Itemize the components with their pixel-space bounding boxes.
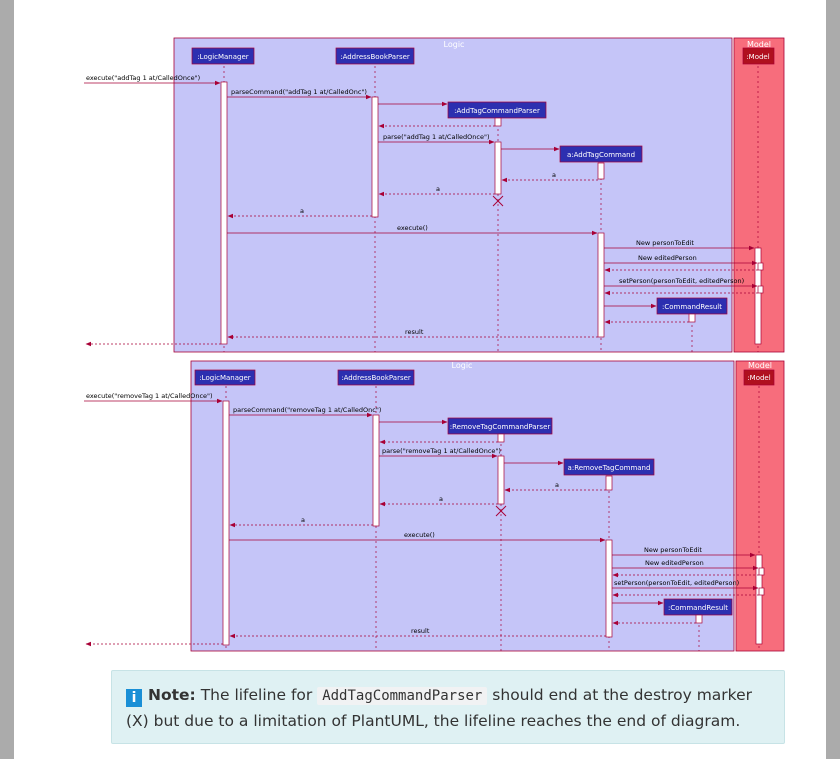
note-callout: i Note: The lifeline for AddTagCommandPar… [111, 670, 785, 744]
message-arrows [84, 398, 759, 647]
msg-parse: parse("addTag 1 at/CalledOnce") [383, 133, 490, 141]
msg-new-edited-person: New editedPerson [638, 254, 697, 262]
msg-parse-command: parseCommand("removeTag 1 at/CalledOnc") [233, 406, 381, 414]
participant-logic-manager: :LogicManager [199, 374, 250, 382]
remove-tag-diagram: Logic Model :LogicManager :AddressBookPa… [84, 360, 785, 652]
logic-frame [173, 37, 733, 353]
message-arrows [84, 80, 758, 347]
msg-parse-command: parseCommand("addTag 1 at/CalledOnc") [231, 88, 367, 96]
participant-parser: :AddressBookParser [340, 53, 410, 61]
info-icon: i [126, 689, 142, 707]
msg-set-person: setPerson(personToEdit, editedPerson) [614, 579, 739, 587]
message-labels: execute("addTag 1 at/CalledOnce") parseC… [86, 74, 744, 336]
participant-model: :Model [747, 374, 770, 382]
logic-frame-label: Logic [452, 361, 473, 370]
participant-result: :CommandResult [662, 303, 722, 311]
msg-new-person-to-edit: New personToEdit [644, 546, 702, 554]
msg-parse: parse("removeTag 1 at/CalledOnce") [382, 447, 501, 455]
logic-frame-label: Logic [444, 40, 465, 49]
note-label: Note: [148, 686, 196, 704]
msg-execute-call: execute() [397, 224, 428, 232]
msg-return-a1: a [552, 171, 556, 179]
msg-return-a3: a [301, 516, 305, 524]
msg-return-a3: a [300, 207, 304, 215]
participant-command-box [559, 145, 643, 163]
note-code: AddTagCommandParser [317, 687, 488, 705]
note-text-after: should end at the destroy marker (X) but… [126, 686, 753, 730]
logic-frame [190, 360, 735, 652]
msg-return-a2: a [439, 495, 443, 503]
note-text-before: The lifeline for [200, 686, 313, 704]
participant-parser: :AddressBookParser [341, 374, 411, 382]
msg-result: result [411, 627, 430, 635]
destroy-marker [495, 505, 507, 517]
participant-model-box [743, 369, 775, 386]
model-frame-label: Model [747, 40, 771, 49]
msg-new-edited-person: New editedPerson [645, 559, 704, 567]
participant-logic-manager: :LogicManager [197, 53, 248, 61]
msg-return-a2: a [436, 185, 440, 193]
msg-return-a1: a [555, 481, 559, 489]
message-labels: execute("removeTag 1 at/CalledOnce") par… [86, 392, 739, 635]
activation-bars [222, 400, 765, 646]
msg-result: result [405, 328, 424, 336]
participant-command: a:RemoveTagCommand [568, 464, 651, 472]
participant-parser-box [337, 369, 415, 386]
msg-execute-call: execute() [404, 531, 435, 539]
msg-set-person: setPerson(personToEdit, editedPerson) [619, 277, 744, 285]
participant-command: a:AddTagCommand [567, 151, 635, 159]
add-tag-diagram: Logic Model :LogicManager :AddressBookPa… [84, 37, 785, 353]
participant-model-box [742, 47, 775, 65]
participant-model: :Model [746, 53, 769, 61]
document-page: Logic Model :LogicManager :AddressBookPa… [14, 0, 826, 759]
participant-logic-manager-box [194, 369, 256, 386]
msg-execute: execute("removeTag 1 at/CalledOnce") [86, 392, 213, 400]
participant-command-box [563, 458, 655, 476]
participant-result: :CommandResult [668, 604, 728, 612]
msg-new-person-to-edit: New personToEdit [636, 239, 694, 247]
participant-command-parser: :RemoveTagCommandParser [450, 423, 551, 431]
participant-parser-box [335, 47, 415, 65]
participant-command-parser: :AddTagCommandParser [454, 107, 540, 115]
sequence-diagrams: Logic Model :LogicManager :AddressBookPa… [84, 37, 785, 652]
participant-logic-manager-box [191, 47, 255, 65]
activation-bars [220, 81, 764, 345]
msg-execute: execute("addTag 1 at/CalledOnce") [86, 74, 200, 82]
destroy-marker [492, 195, 504, 207]
model-frame-label: Model [748, 361, 772, 370]
